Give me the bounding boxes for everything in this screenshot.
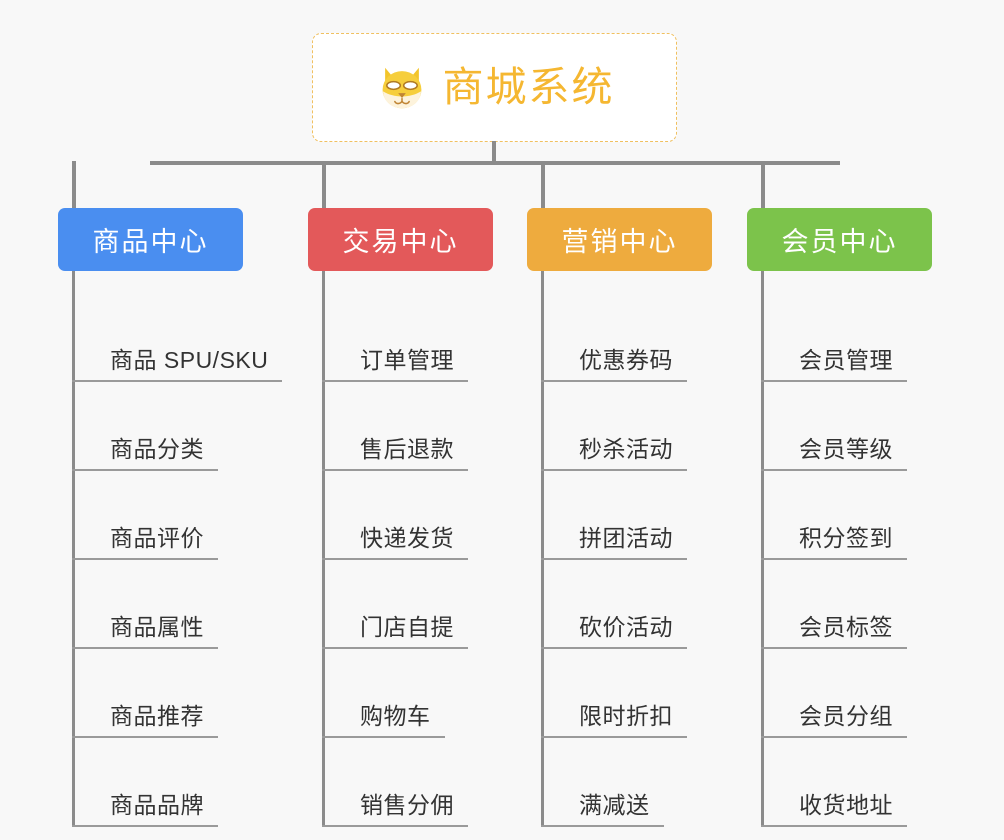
leaf-item-underline (541, 825, 664, 827)
leaf-item-label: 商品分类 (110, 436, 204, 463)
leaf-item-label: 会员等级 (799, 436, 893, 463)
leaf-item-label: 会员标签 (799, 614, 893, 641)
leaf-item[interactable]: 商品 SPU/SKU (72, 326, 282, 382)
category-header-trade-center[interactable]: 交易中心 (308, 208, 493, 271)
leaf-item-label: 优惠券码 (579, 347, 673, 374)
leaf-item-underline (322, 380, 468, 382)
connector-horizontal-bus (150, 161, 840, 165)
leaf-item-label: 限时折扣 (579, 703, 673, 730)
leaf-item-underline (72, 558, 218, 560)
leaf-item-underline (541, 647, 687, 649)
leaf-item[interactable]: 售后退款 (322, 415, 468, 471)
root-node-title: 商城系统 (442, 64, 615, 110)
leaf-item-label: 商品评价 (110, 525, 204, 552)
leaf-item-label: 拼团活动 (579, 525, 673, 552)
leaf-item-underline (761, 736, 907, 738)
leaf-item[interactable]: 会员等级 (761, 415, 907, 471)
connector-rail-member-center (761, 271, 764, 827)
category-header-label: 营销中心 (561, 227, 678, 257)
leaf-item-underline (761, 558, 907, 560)
leaf-item-label: 商品推荐 (110, 703, 204, 730)
leaf-item-underline (72, 736, 218, 738)
leaf-item-label: 购物车 (360, 703, 431, 730)
leaf-item-underline (322, 825, 468, 827)
category-column-product-center: 商品中心商品 SPU/SKU 商品分类商品评价商品属性商品推荐商品品牌 (58, 161, 282, 827)
leaf-item[interactable]: 会员分组 (761, 682, 907, 738)
leaf-item-underline (72, 380, 282, 382)
category-header-product-center[interactable]: 商品中心 (58, 208, 243, 271)
leaf-item[interactable]: 商品属性 (72, 593, 218, 649)
leaf-item[interactable]: 门店自提 (322, 593, 468, 649)
leaf-item[interactable]: 商品推荐 (72, 682, 218, 738)
category-header-label: 会员中心 (781, 227, 898, 257)
leaf-item-label: 商品 SPU/SKU (110, 347, 269, 374)
leaf-item[interactable]: 购物车 (322, 682, 445, 738)
leaf-item[interactable]: 拼团活动 (541, 504, 687, 560)
leaf-item[interactable]: 商品分类 (72, 415, 218, 471)
leaf-item-label: 砍价活动 (579, 614, 673, 641)
leaf-item-label: 门店自提 (360, 614, 454, 641)
leaf-item-label: 会员管理 (799, 347, 893, 374)
leaf-item-underline (761, 825, 907, 827)
leaf-item-label: 快递发货 (360, 525, 454, 552)
connector-root-stem (492, 141, 496, 164)
leaf-item-underline (541, 469, 687, 471)
leaf-item-label: 订单管理 (360, 347, 454, 374)
leaf-item[interactable]: 订单管理 (322, 326, 468, 382)
leaf-item-label: 商品品牌 (110, 792, 204, 819)
connector-rail-trade-center (322, 271, 325, 827)
leaf-item-underline (541, 380, 687, 382)
leaf-item[interactable]: 砍价活动 (541, 593, 687, 649)
connector-rail-product-center (72, 271, 75, 827)
leaf-item[interactable]: 快递发货 (322, 504, 468, 560)
leaf-item-underline (72, 647, 218, 649)
leaf-item-underline (761, 647, 907, 649)
leaf-item[interactable]: 满减送 (541, 771, 664, 827)
leaf-item-label: 会员分组 (799, 703, 893, 730)
shiba-dog-face-icon (382, 67, 421, 108)
category-header-label: 交易中心 (342, 227, 459, 257)
leaf-item-label: 销售分佣 (360, 792, 454, 819)
leaf-item[interactable]: 优惠券码 (541, 326, 687, 382)
leaf-item-underline (322, 469, 468, 471)
leaf-item[interactable]: 商品评价 (72, 504, 218, 560)
leaf-item-underline (72, 825, 218, 827)
leaf-item-underline (541, 736, 687, 738)
leaf-item-label: 秒杀活动 (579, 436, 673, 463)
connector-drop-trade-center (322, 161, 326, 208)
leaf-item-underline (541, 558, 687, 560)
leaf-item[interactable]: 积分签到 (761, 504, 907, 560)
leaf-item-label: 满减送 (579, 792, 650, 819)
leaf-item-underline (761, 469, 907, 471)
category-column-marketing-center: 营销中心优惠券码秒杀活动拼团活动砍价活动限时折扣满减送 (527, 161, 712, 827)
leaf-item[interactable]: 会员管理 (761, 326, 907, 382)
leaf-item-label: 商品属性 (110, 614, 204, 641)
category-header-label: 商品中心 (92, 227, 209, 257)
root-node-shop-system[interactable]: 商城系统 (312, 33, 677, 142)
leaf-item-underline (322, 647, 468, 649)
connector-rail-marketing-center (541, 271, 544, 827)
leaf-item-underline (761, 380, 907, 382)
leaf-item-underline (322, 558, 468, 560)
leaf-item[interactable]: 秒杀活动 (541, 415, 687, 471)
connector-drop-marketing-center (541, 161, 545, 208)
leaf-item[interactable]: 商品品牌 (72, 771, 218, 827)
category-header-marketing-center[interactable]: 营销中心 (527, 208, 712, 271)
category-header-member-center[interactable]: 会员中心 (747, 208, 932, 271)
leaf-item-label: 积分签到 (799, 525, 893, 552)
connector-drop-product-center (72, 161, 76, 208)
leaf-item[interactable]: 销售分佣 (322, 771, 468, 827)
leaf-item[interactable]: 会员标签 (761, 593, 907, 649)
category-column-trade-center: 交易中心订单管理售后退款快递发货门店自提购物车销售分佣 (308, 161, 493, 827)
category-column-member-center: 会员中心会员管理会员等级积分签到会员标签会员分组收货地址 (747, 161, 932, 827)
leaf-item-underline (322, 736, 445, 738)
leaf-item[interactable]: 收货地址 (761, 771, 907, 827)
leaf-item-label: 收货地址 (799, 792, 893, 819)
leaf-item[interactable]: 限时折扣 (541, 682, 687, 738)
leaf-item-label: 售后退款 (360, 436, 454, 463)
leaf-item-underline (72, 469, 218, 471)
connector-drop-member-center (761, 161, 765, 208)
